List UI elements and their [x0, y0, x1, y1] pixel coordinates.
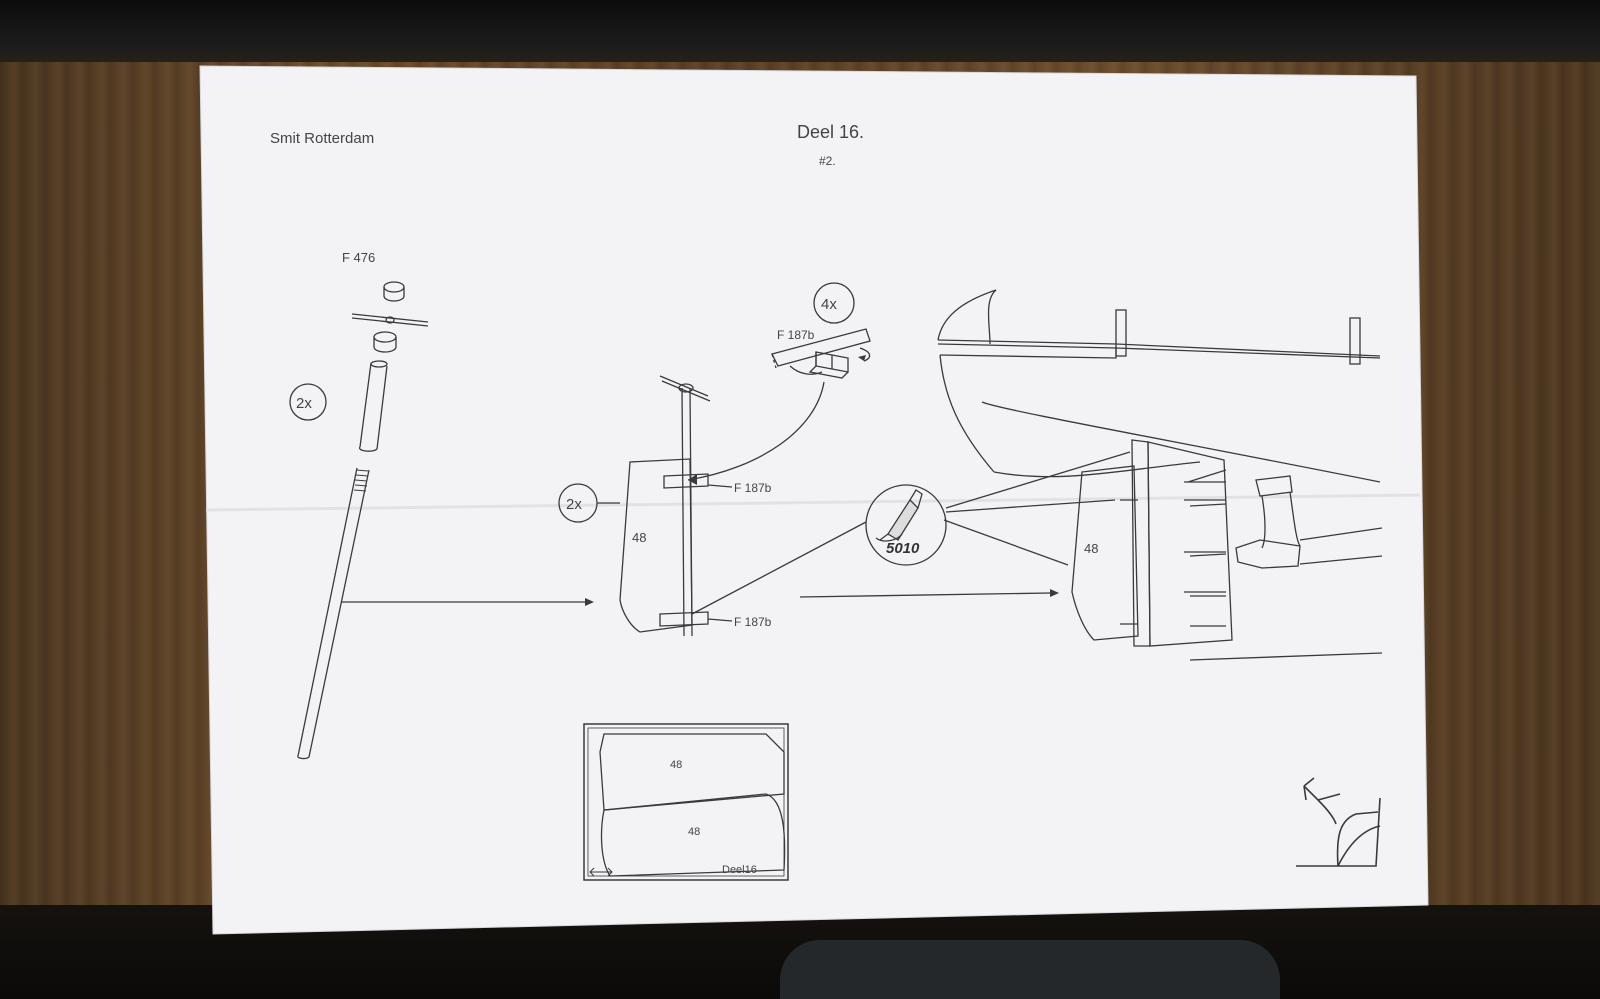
label-f187b-upper: F 187b — [734, 481, 772, 495]
label-f187b-bracket: F 187b — [777, 328, 815, 342]
glue-line-lower — [943, 519, 1069, 566]
rudder-number: 48 — [632, 530, 646, 545]
sheet-name: Deel16 — [722, 864, 757, 876]
qty-circle-bracket: 4x — [813, 282, 855, 324]
propeller-shaft-housing — [1235, 475, 1383, 569]
svg-text:2x: 2x — [566, 496, 582, 513]
sheet-part-bottom: 48 — [688, 826, 700, 838]
sheet-part-top: 48 — [670, 759, 682, 771]
model-name: Smit Rotterdam — [270, 130, 374, 147]
svg-text:2x: 2x — [296, 395, 312, 412]
cloth — [780, 940, 1280, 999]
glue-line-mid — [945, 499, 1116, 513]
svg-text:4x: 4x — [821, 296, 837, 313]
shaft-exploded-parts — [297, 281, 429, 760]
paper-fold — [205, 493, 1421, 512]
rudder-blade: 48 — [619, 458, 693, 633]
hull-stern — [937, 289, 1383, 661]
paper-sheet — [199, 65, 1429, 935]
dark-edge-top — [0, 0, 1600, 62]
rudder-installed-number: 48 — [1084, 541, 1098, 556]
glue-callout: 5010 — [865, 484, 947, 566]
qty-circle-rudder: 2x — [558, 483, 620, 523]
label-f476: F 476 — [342, 250, 375, 265]
rudder-installed: 48 — [1071, 465, 1139, 641]
glue-bottle-icon — [875, 489, 923, 542]
skeg-assembly — [1131, 439, 1233, 647]
bracket-part — [771, 328, 871, 379]
glue-line-upper — [945, 451, 1131, 509]
parts-sheet: 48 48 Deel16 — [583, 723, 789, 881]
glue-code: 5010 — [886, 540, 920, 557]
page-turn-icon — [1296, 777, 1381, 867]
label-f187b-lower: F 187b — [734, 615, 772, 629]
arrow-rudder-to-hull — [799, 592, 1051, 598]
glue-line-rudder — [691, 521, 867, 615]
page-number: #2. — [819, 154, 836, 168]
arrow-bracket-to-rudder — [687, 381, 825, 481]
part-title: Deel 16. — [797, 122, 864, 142]
qty-circle-rod: 2x — [289, 383, 327, 421]
rudder-shaft — [659, 375, 711, 637]
